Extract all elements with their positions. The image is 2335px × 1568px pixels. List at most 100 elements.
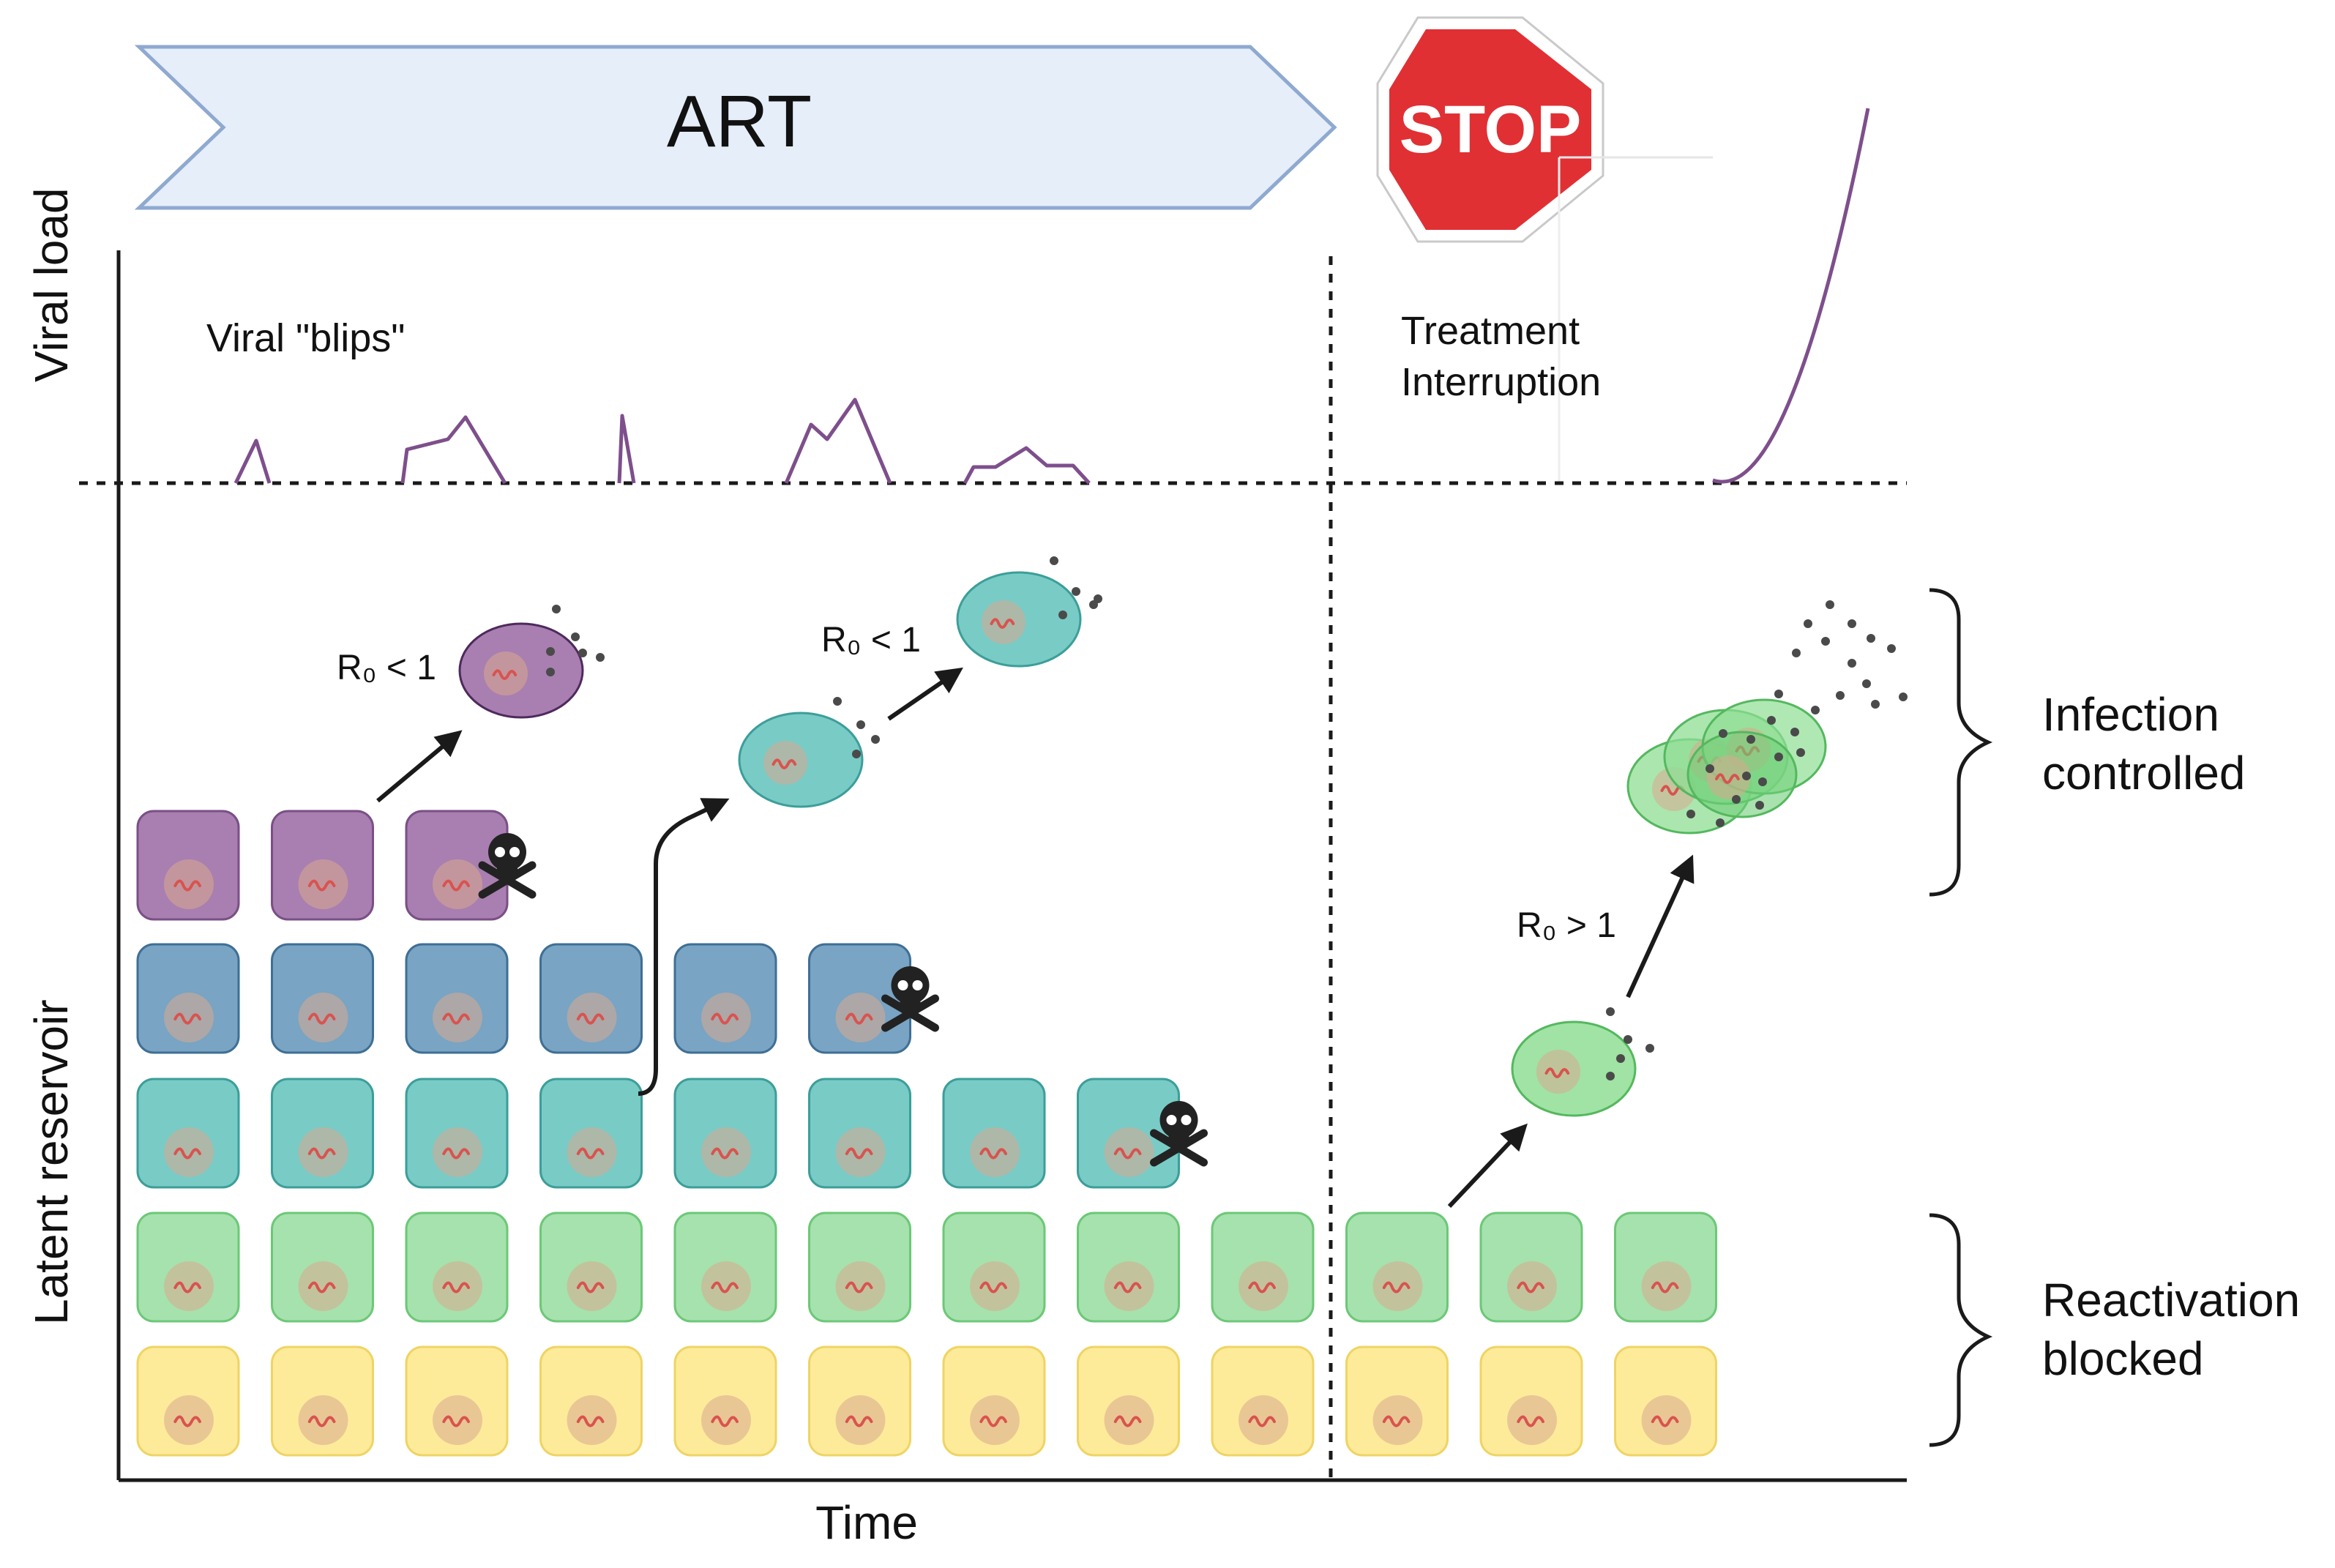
- latent-cell-teal: [808, 1078, 911, 1189]
- latent-cell-purple: [136, 810, 240, 921]
- virion-dot: [833, 697, 842, 706]
- virion-dot: [1792, 649, 1801, 657]
- nucleus: [1104, 1395, 1154, 1445]
- virion-particles: [546, 556, 1908, 1080]
- r0-label-teal: R₀ < 1: [821, 621, 921, 660]
- arrow-teal-activation: [638, 798, 730, 1096]
- virion-dot: [1811, 706, 1820, 714]
- provirus-icon: [307, 1281, 336, 1293]
- provirus-icon: [442, 1147, 470, 1160]
- virion-dot: [1716, 818, 1725, 827]
- virion-dot: [596, 653, 605, 662]
- provirus-icon: [1382, 1415, 1411, 1427]
- provirus-icon: [1715, 773, 1740, 784]
- latent-cell-teal: [539, 1078, 643, 1189]
- provirus-icon: [307, 1012, 336, 1025]
- provirus-icon: [845, 1012, 873, 1025]
- nucleus: [567, 1261, 617, 1311]
- virion-dot: [871, 735, 880, 744]
- provirus-icon: [990, 618, 1015, 629]
- nucleus: [701, 1261, 751, 1311]
- nucleus: [164, 1395, 214, 1445]
- virion-dot: [1790, 728, 1799, 736]
- y-axis-label-viral-load: Viral load: [25, 187, 78, 382]
- nucleus: [1372, 1395, 1423, 1445]
- latent-cell-yellow: [808, 1345, 911, 1457]
- provirus-icon: [1544, 1067, 1570, 1078]
- virion-dot: [1848, 659, 1856, 668]
- provirus-icon: [979, 1415, 1007, 1427]
- activated-cell-teal-2: [956, 571, 1082, 668]
- provirus-icon: [576, 1415, 605, 1427]
- provirus-icon: [1651, 1281, 1679, 1293]
- virion-dot: [1058, 611, 1067, 619]
- latent-cell-green: [673, 1212, 777, 1323]
- stop-sign-icon: STOP: [1376, 16, 1604, 243]
- nucleus: [763, 741, 807, 785]
- provirus-icon: [845, 1147, 873, 1160]
- treatment-interruption-line2: Interruption: [1401, 360, 1601, 404]
- latent-cell-blue: [271, 943, 374, 1054]
- nucleus: [1104, 1127, 1154, 1177]
- skull-crossbones-icon: [881, 966, 939, 1032]
- provirus-icon: [307, 1415, 336, 1427]
- latent-reservoir-cells: [136, 810, 1717, 1457]
- virion-dot: [1774, 690, 1783, 698]
- virion-dot: [1862, 679, 1871, 688]
- virion-dot: [1821, 637, 1830, 646]
- bracket-infection-controlled: [1929, 588, 1993, 897]
- provirus-icon: [173, 1415, 201, 1427]
- nucleus: [164, 1261, 214, 1311]
- virion-dot: [1767, 716, 1776, 725]
- viral-blips: [234, 397, 1091, 485]
- latent-cell-yellow: [942, 1345, 1046, 1457]
- latent-cell-blue: [405, 943, 509, 1054]
- virion-dot: [1706, 764, 1714, 773]
- latent-cell-green: [1211, 1212, 1315, 1323]
- provirus-icon: [307, 1147, 336, 1160]
- provirus-icon: [173, 1147, 201, 1160]
- nucleus: [970, 1261, 1020, 1311]
- nucleus: [484, 652, 528, 695]
- provirus-icon: [979, 1147, 1007, 1160]
- latent-cell-green: [1614, 1212, 1717, 1323]
- latent-cell-yellow: [405, 1345, 509, 1457]
- provirus-icon: [173, 1281, 201, 1293]
- virion-dot: [1686, 810, 1695, 818]
- provirus-icon: [1651, 1415, 1679, 1427]
- latent-cell-blue: [673, 943, 777, 1054]
- virion-dot: [1758, 777, 1767, 786]
- virion-dot: [546, 668, 555, 676]
- virion-dot: [1755, 801, 1764, 810]
- provirus-icon: [711, 1415, 739, 1427]
- provirus-icon: [711, 1281, 739, 1293]
- latent-cell-yellow: [271, 1345, 374, 1457]
- provirus-icon: [772, 758, 797, 769]
- latent-cell-yellow: [1345, 1345, 1449, 1457]
- provirus-icon: [1113, 1147, 1142, 1160]
- nucleus: [1706, 755, 1751, 799]
- provirus-icon: [576, 1012, 605, 1025]
- activated-cell-green: [1511, 1020, 1637, 1117]
- virion-dot: [1050, 556, 1058, 565]
- virion-dot: [1746, 735, 1755, 744]
- latent-cell-teal: [136, 1078, 240, 1189]
- latent-cell-purple: [405, 810, 509, 921]
- virion-dot: [1867, 634, 1875, 643]
- viral-blips-label: Viral "blips": [206, 316, 405, 360]
- virion-dot: [1848, 619, 1856, 628]
- virion-dot: [1606, 1007, 1615, 1016]
- provirus-icon: [442, 1415, 470, 1427]
- nucleus: [433, 1395, 482, 1445]
- provirus-icon: [442, 1012, 470, 1025]
- latent-cell-yellow: [539, 1345, 643, 1457]
- latent-cell-blue: [808, 943, 911, 1054]
- nucleus: [567, 993, 617, 1042]
- latent-cell-green: [136, 1212, 240, 1323]
- nucleus: [1536, 1050, 1580, 1094]
- provirus-icon: [979, 1281, 1007, 1293]
- nucleus: [1641, 1261, 1692, 1311]
- provirus-icon: [711, 1012, 739, 1025]
- nucleus: [1372, 1261, 1423, 1311]
